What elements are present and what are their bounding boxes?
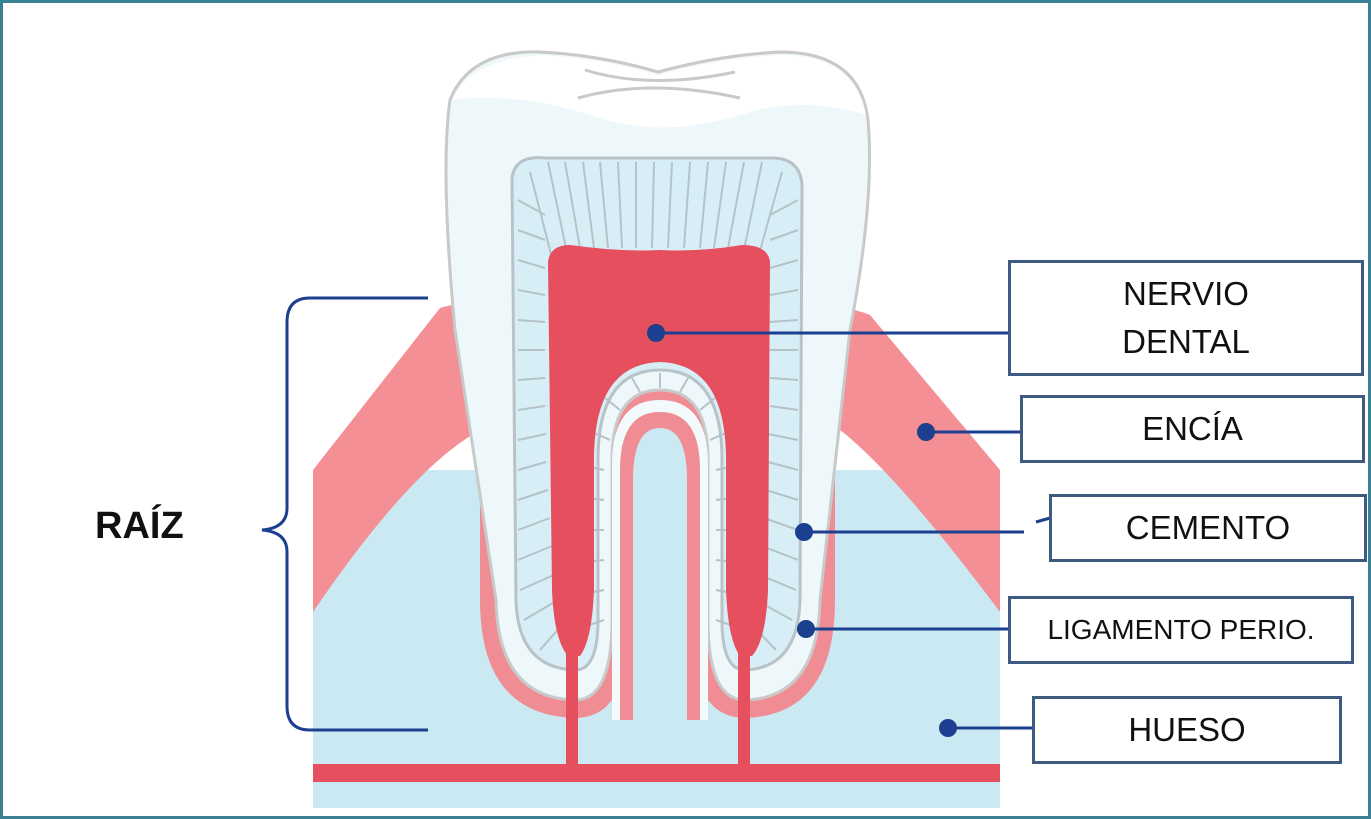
fissure-lines bbox=[577, 68, 741, 100]
label-nervio-line1: NERVIO bbox=[1123, 275, 1249, 313]
vessel-right bbox=[738, 650, 750, 770]
vessel-left bbox=[566, 650, 578, 770]
label-ligamento-text: LIGAMENTO PERIO. bbox=[1047, 613, 1315, 645]
crown-occlusal-shade bbox=[452, 55, 866, 128]
cemento-dot bbox=[795, 523, 813, 541]
label-cemento: CEMENTO bbox=[1049, 494, 1367, 562]
label-encia-text: ENCÍA bbox=[1142, 410, 1243, 448]
root-bracket bbox=[261, 296, 428, 732]
hueso-dot bbox=[939, 719, 957, 737]
label-encia: ENCÍA bbox=[1020, 395, 1365, 463]
root-label: RAÍZ bbox=[95, 505, 184, 547]
label-ligamento: LIGAMENTO PERIO. bbox=[1008, 596, 1354, 664]
label-nervio-line2: DENTAL bbox=[1122, 323, 1250, 360]
dental-pulp bbox=[548, 245, 770, 656]
label-cemento-text: CEMENTO bbox=[1125, 509, 1291, 547]
encia-dot bbox=[917, 423, 935, 441]
leader-lines bbox=[647, 324, 1051, 737]
label-nervio-dental: NERVIO DENTAL bbox=[1008, 260, 1364, 376]
gum-right bbox=[805, 309, 1000, 612]
vessel-base bbox=[313, 764, 1000, 782]
label-hueso-text: HUESO bbox=[1128, 711, 1246, 749]
label-hueso: HUESO bbox=[1032, 696, 1342, 764]
ligamento-dot bbox=[797, 620, 815, 638]
gum-left bbox=[313, 304, 505, 612]
interradicular-bone bbox=[633, 428, 687, 720]
nervio-dot bbox=[647, 324, 665, 342]
